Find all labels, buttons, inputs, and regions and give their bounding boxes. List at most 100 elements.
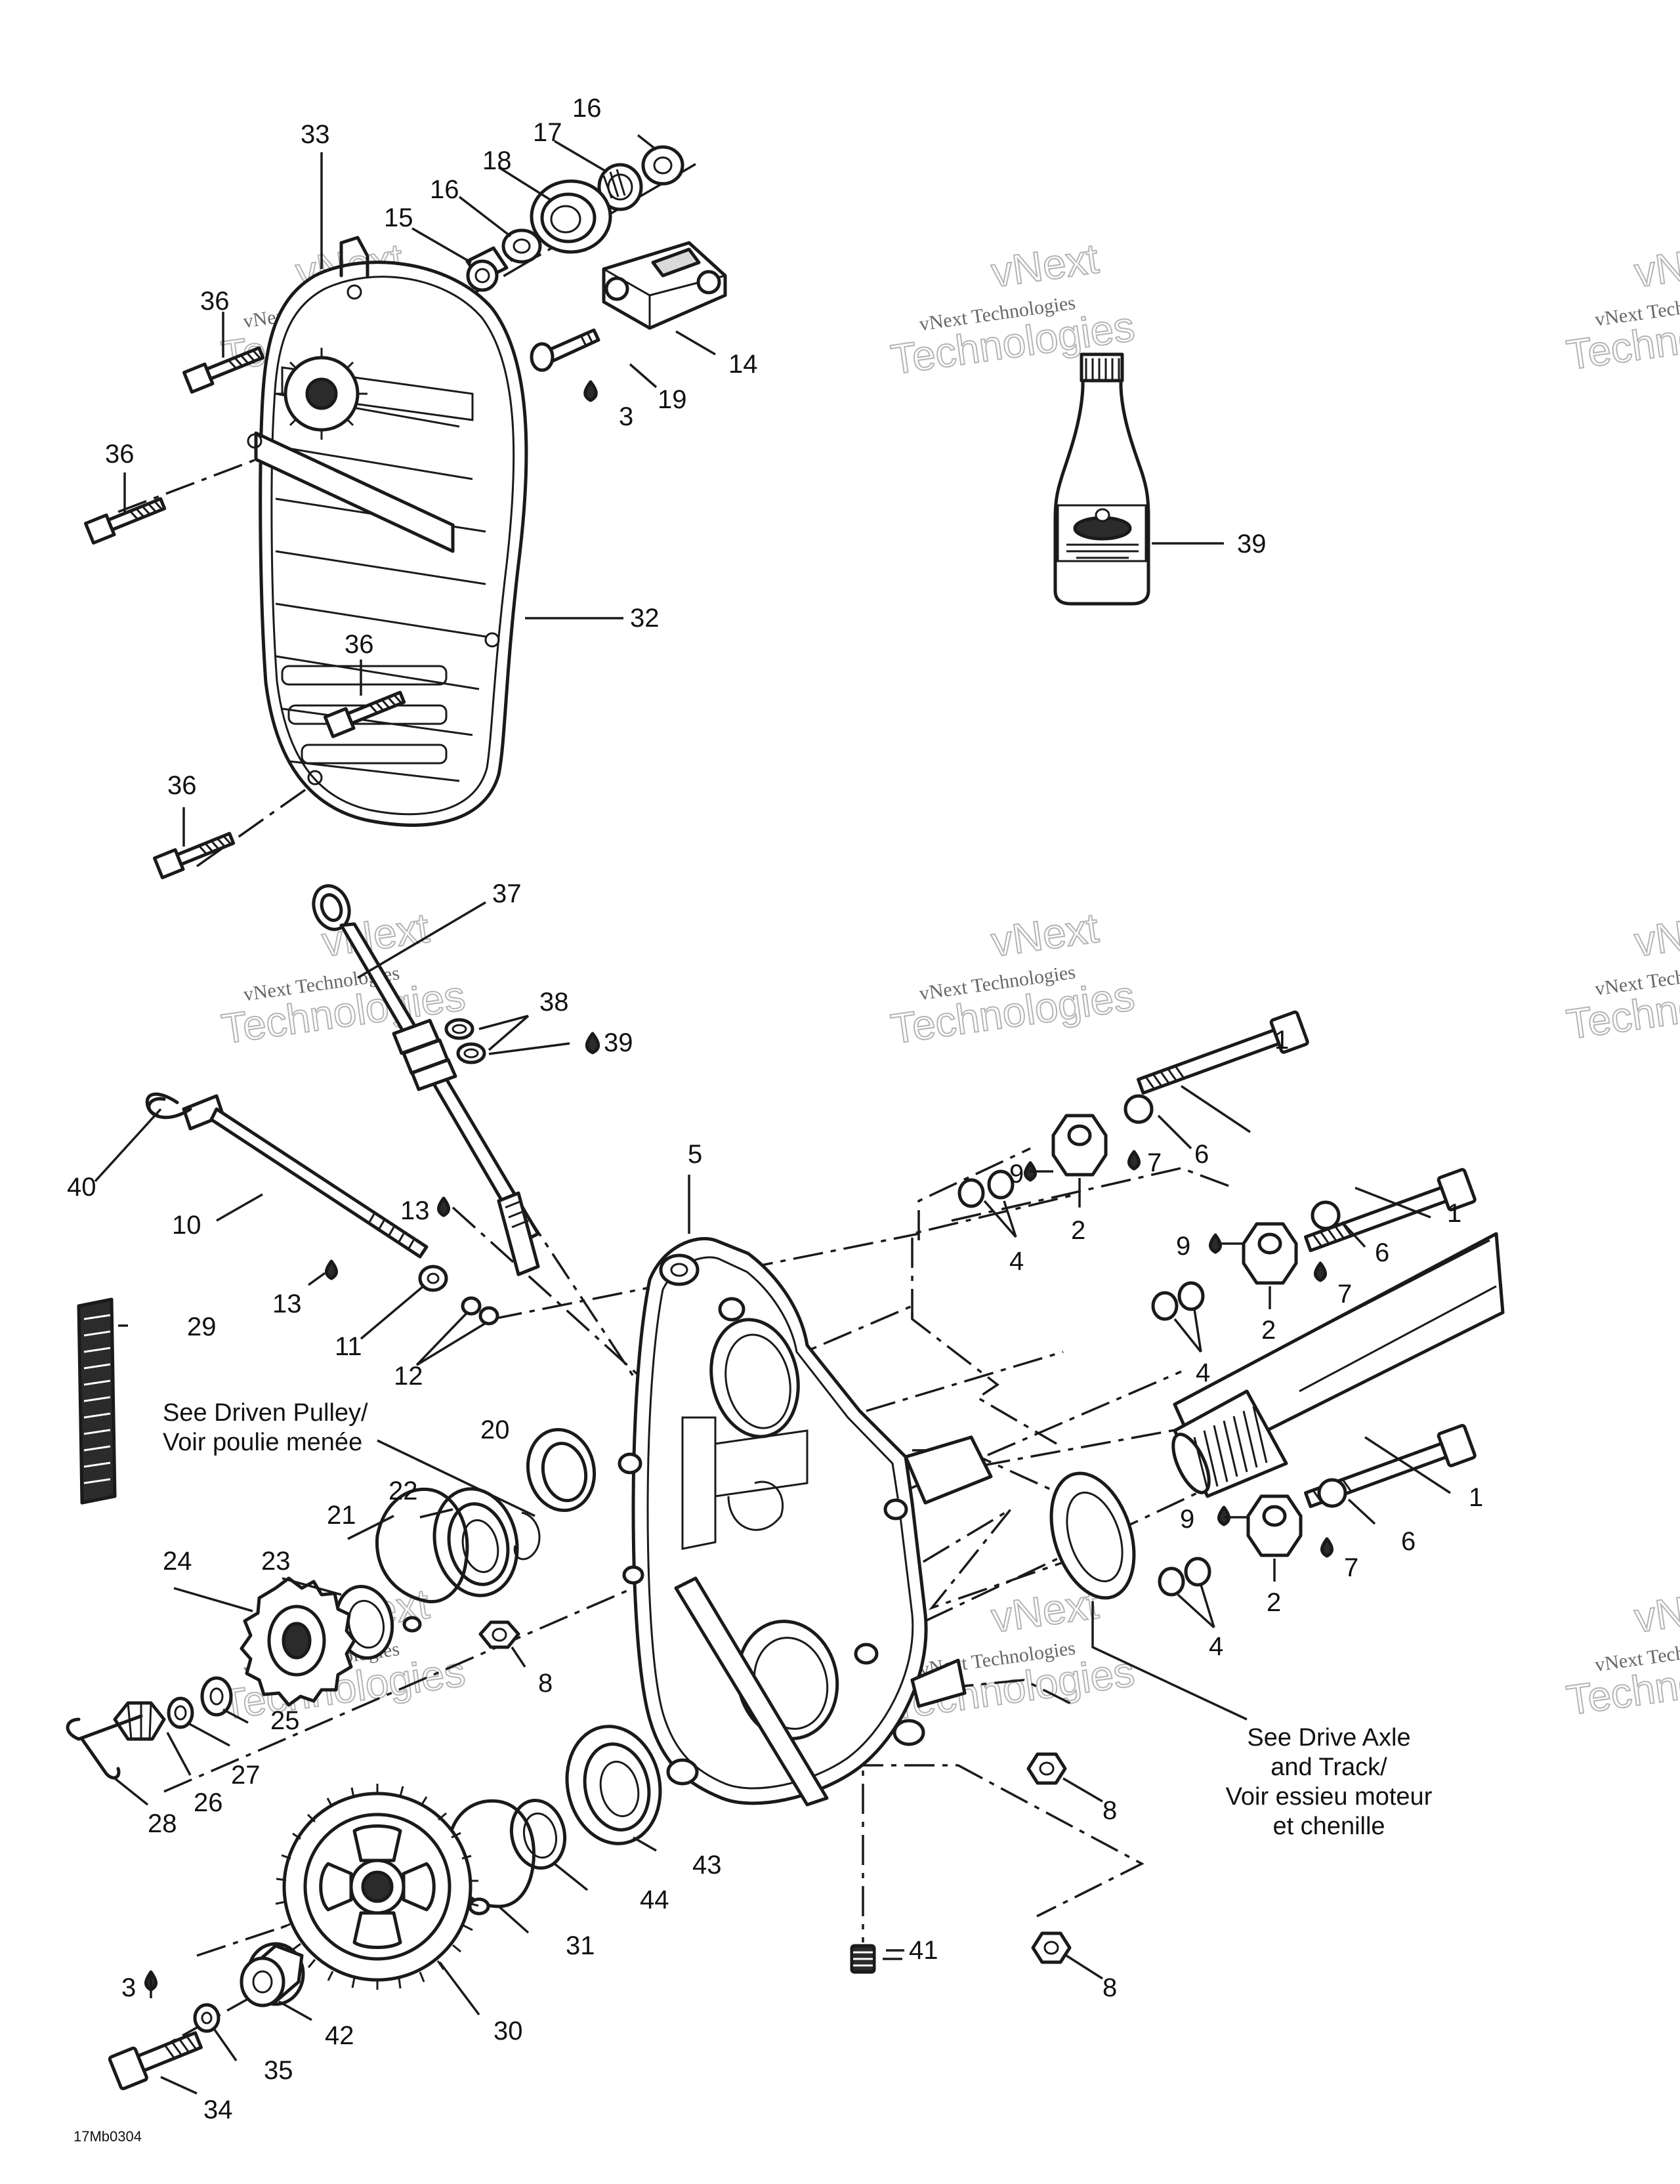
note-driven-pulley: See Driven Pulley/ Voir poulie menée xyxy=(163,1399,368,1456)
washer-35 xyxy=(193,2003,220,2033)
callout: 22 xyxy=(388,1477,418,1505)
bolts-1 xyxy=(1137,1010,1477,1509)
pulley-ring-small xyxy=(513,1511,541,1561)
part-19-pin xyxy=(530,328,600,372)
belt-guard xyxy=(247,236,528,827)
oil-bottle xyxy=(1053,352,1150,606)
washers-12 xyxy=(461,1296,499,1326)
part-13-drop-a xyxy=(325,1259,338,1280)
callout: 2 xyxy=(1267,1588,1281,1617)
note-line: et chenille xyxy=(1272,1813,1385,1840)
callout: 17 xyxy=(533,118,562,147)
svg-text:vNext: vNext xyxy=(1631,904,1680,965)
note-line: Voir essieu moteur xyxy=(1226,1783,1433,1811)
callout: 6 xyxy=(1194,1140,1209,1169)
nut-8-left xyxy=(478,1620,520,1649)
svg-text:vNext: vNext xyxy=(988,234,1101,296)
callout: 9 xyxy=(1176,1232,1190,1261)
watermark: vNext vNext Technologies Technologies xyxy=(887,234,1138,384)
part-18-bearing xyxy=(530,179,612,254)
callout: 3 xyxy=(121,1973,136,2002)
callout: 2 xyxy=(1261,1316,1276,1345)
callout: 23 xyxy=(261,1547,291,1576)
callout: 13 xyxy=(400,1196,430,1225)
callout: 34 xyxy=(203,2095,233,2124)
callout: 36 xyxy=(200,287,230,316)
callout: 25 xyxy=(270,1706,300,1735)
guard-slats xyxy=(254,366,486,782)
washer-27 xyxy=(167,1696,194,1729)
guard-sprocket xyxy=(276,348,368,440)
callout: 30 xyxy=(494,2017,523,2046)
upper-support-parts xyxy=(465,145,727,402)
svg-text:vNext: vNext xyxy=(988,904,1101,965)
callout: 8 xyxy=(538,1669,553,1698)
chaincase-5 xyxy=(618,1237,993,1807)
callout-labels: 1 1 1 2 2 2 3 3 4 4 4 5 6 6 6 7 7 7 8 8 … xyxy=(67,94,1483,2124)
dipstick-seal xyxy=(392,1018,457,1091)
note-line: See Driven Pulley/ xyxy=(163,1399,368,1427)
part-16-washer-2 xyxy=(501,228,542,264)
watermark: vNext vNext Technologies Technologies xyxy=(887,903,1138,1053)
watermark: vNext vNext Technologies Technologies xyxy=(1563,234,1680,379)
callout: 39 xyxy=(604,1028,633,1057)
callout: 27 xyxy=(231,1761,261,1790)
note-line: Voir poulie menée xyxy=(163,1429,362,1456)
callout: 42 xyxy=(325,2021,354,2050)
callout: 7 xyxy=(1147,1148,1162,1177)
callout: 43 xyxy=(692,1851,722,1880)
callout: 24 xyxy=(163,1547,192,1576)
note-drive-axle: See Drive Axle and Track/ Voir essieu mo… xyxy=(1226,1724,1433,1840)
watermark: vNext vNext Technologies Technologies xyxy=(1563,1579,1680,1725)
callout: 41 xyxy=(909,1936,938,1965)
nut-8-right-upper xyxy=(1026,1752,1067,1785)
part-13-drop-b xyxy=(437,1196,450,1217)
callout: 36 xyxy=(167,771,197,800)
callout: 2 xyxy=(1071,1216,1085,1245)
castle-nut-26 xyxy=(113,1701,166,1741)
part-3-drop xyxy=(583,380,598,402)
bushing-42 xyxy=(240,1942,305,2007)
adjuster-bolt-10 xyxy=(145,1092,429,1259)
leader-lines xyxy=(94,134,1451,2095)
o-rings-38 xyxy=(444,1018,486,1064)
callout: 37 xyxy=(492,879,522,908)
callout: 1 xyxy=(1447,1199,1461,1228)
callout: 9 xyxy=(1180,1505,1194,1534)
callout: 36 xyxy=(345,630,374,659)
callout: 36 xyxy=(105,440,135,469)
note-line: See Drive Axle xyxy=(1247,1724,1410,1752)
washer-25 xyxy=(200,1676,233,1717)
svg-text:vNext: vNext xyxy=(1631,234,1680,296)
callout: 8 xyxy=(1102,1796,1117,1825)
part-16-washer xyxy=(641,145,684,186)
part-39-drop xyxy=(585,1032,600,1055)
plug-41 xyxy=(850,1944,876,1974)
callout: 7 xyxy=(1344,1553,1358,1582)
callout: 12 xyxy=(394,1362,423,1391)
callout: 19 xyxy=(658,385,687,414)
callout: 6 xyxy=(1401,1527,1416,1556)
note-line: and Track/ xyxy=(1270,1754,1387,1781)
cotter-pin-28 xyxy=(66,1714,143,1780)
part-17-needle-bearing xyxy=(597,163,643,211)
part-15-bushing xyxy=(465,246,509,292)
washers-6 xyxy=(1124,1094,1347,1508)
nuts-2 xyxy=(1051,1114,1303,1557)
nut-8-right-lower xyxy=(1031,1931,1072,1964)
callout: 35 xyxy=(264,2056,293,2085)
callout: 7 xyxy=(1337,1280,1352,1309)
callout: 32 xyxy=(630,604,660,633)
callout: 28 xyxy=(148,1809,177,1838)
circlip-21 xyxy=(375,1487,469,1633)
callout: 38 xyxy=(539,988,569,1017)
callout: 29 xyxy=(187,1312,217,1341)
callout: 20 xyxy=(480,1416,510,1444)
callout: 10 xyxy=(172,1211,201,1240)
bearing-22 xyxy=(432,1487,519,1597)
svg-text:vNext: vNext xyxy=(1631,1580,1680,1641)
axle-ring xyxy=(1049,1471,1136,1600)
callout: 1 xyxy=(1469,1483,1483,1512)
callout: 33 xyxy=(301,120,330,149)
